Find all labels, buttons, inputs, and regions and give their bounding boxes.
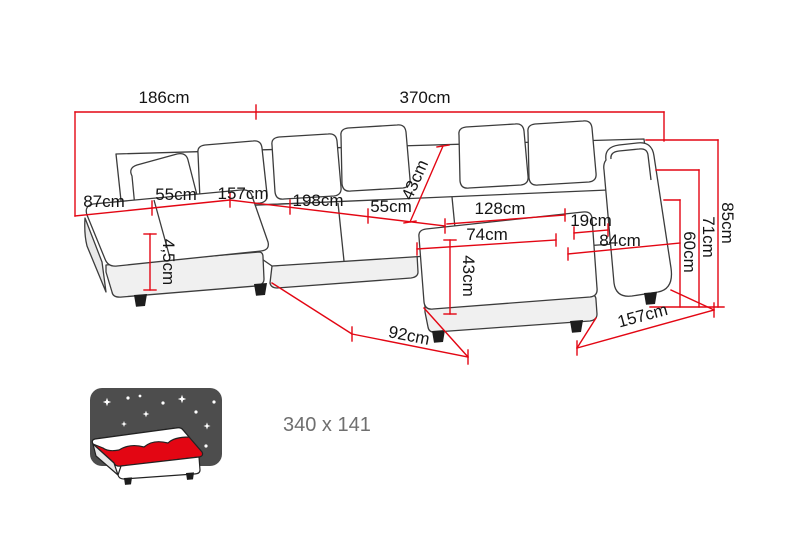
sofa-bed: [91, 427, 204, 485]
tick: [436, 144, 450, 148]
back-cushion-4: [340, 124, 411, 192]
back-cushion-6: [527, 120, 597, 186]
dim-line-84: [567, 242, 681, 255]
dim-label-186: 186cm: [138, 88, 189, 107]
stars: [102, 394, 216, 448]
dim-extension-92: [423, 307, 469, 358]
dim-label-74: 74cm: [466, 225, 508, 244]
chaise-top: [85, 189, 269, 267]
dim-label-128: 128cm: [474, 199, 525, 218]
dim-label-198: 198cm: [292, 191, 343, 210]
back-cushion-3: [271, 133, 342, 200]
dim-label-92: 92cm: [387, 322, 431, 349]
bed-base-front: [117, 456, 201, 480]
dim-label-157b: 157cm: [615, 300, 669, 332]
ottoman-top: [418, 211, 598, 310]
dim-label-55a: 55cm: [155, 185, 197, 204]
dim-extension-157: [670, 289, 715, 311]
dim-label-55b: 55cm: [370, 197, 412, 216]
armrest-pad-line: [610, 148, 652, 181]
sofa-illustration: [84, 120, 673, 343]
sofa-leg: [570, 320, 583, 333]
chaise-left-face: [84, 217, 107, 293]
dim-label-157a: 157cm: [217, 184, 268, 203]
dim-extension-92: [271, 282, 353, 335]
chaise-seam: [153, 199, 171, 259]
bed-leg: [124, 477, 132, 485]
dim-line-92: [351, 333, 469, 358]
dim-extension-157: [576, 317, 597, 349]
sofa-leg: [644, 292, 657, 305]
sofa-leg: [134, 294, 147, 307]
dim-line-backrest-diag: [409, 145, 444, 223]
dim-label-87: 87cm: [83, 192, 125, 211]
dim-label-19: 19cm: [570, 211, 612, 230]
tick: [403, 220, 417, 224]
seat-front-face: [269, 253, 419, 289]
dim-line-19: [573, 229, 609, 234]
sofa-leg: [254, 283, 267, 296]
bed-base-side: [92, 443, 119, 476]
sleeping-area-label: 340 x 141: [283, 414, 371, 436]
dim-label-84: 84cm: [599, 231, 641, 250]
blanket: [91, 427, 190, 452]
dim-label-370: 370cm: [399, 88, 450, 107]
dim-label-85: 85cm: [718, 202, 737, 244]
dim-line-157: [576, 309, 715, 349]
sofa-leg: [432, 330, 445, 343]
back-cushion-5: [458, 123, 529, 189]
dim-label-71: 71cm: [699, 216, 718, 258]
bed-leg: [186, 472, 194, 480]
dim-line-74: [416, 239, 557, 250]
dimension-lines: [74, 104, 725, 365]
dim-line-128: [446, 214, 566, 225]
dim-label-43-ottoman: 43cm: [459, 255, 478, 297]
armrest: [603, 142, 673, 297]
dim-label-60: 60cm: [680, 231, 699, 273]
dim-label-4-5: 4,5cm: [159, 239, 178, 285]
sleeping-function-icon: [90, 388, 222, 485]
